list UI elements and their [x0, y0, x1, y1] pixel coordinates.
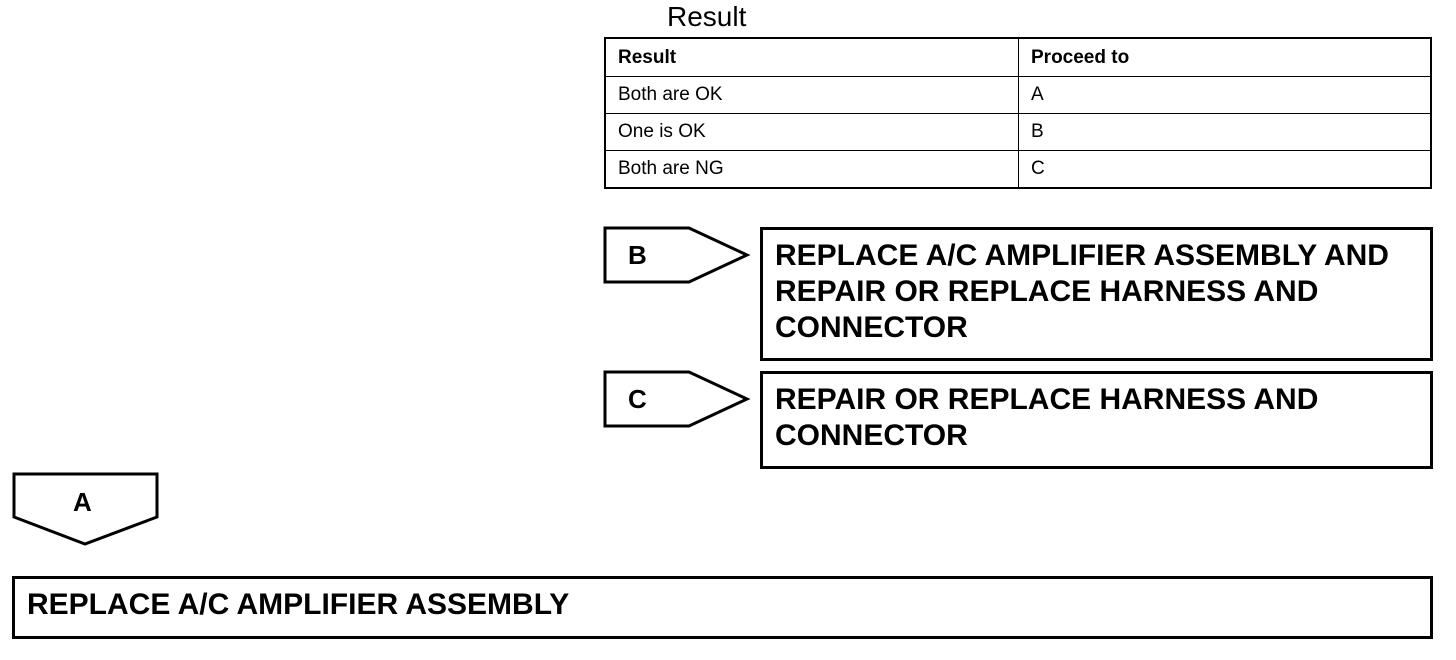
table-row: Both are OK A — [604, 76, 1432, 114]
result-table: Result Proceed to Both are OK A One is O… — [604, 37, 1432, 189]
branch-c-arrow-tag — [603, 370, 753, 428]
down-arrow-tag-shape — [12, 472, 159, 546]
header-result: Result — [604, 37, 1019, 77]
branch-b-tag-label: B — [628, 240, 647, 270]
result-title: Result — [667, 1, 747, 32]
table-cell-proceed: A — [1018, 76, 1432, 114]
table-cell-proceed: C — [1018, 150, 1432, 189]
table-cell-result: Both are NG — [604, 150, 1019, 189]
branch-a-tag-label: A — [73, 487, 92, 517]
branch-a-arrow-tag — [12, 472, 160, 548]
table-cell-result: Both are OK — [604, 76, 1019, 114]
branch-c-action-box: REPAIR OR REPLACE HARNESS AND CONNECTOR — [760, 371, 1433, 469]
right-arrow-tag-shape — [603, 370, 751, 428]
table-header-row: Result Proceed to — [604, 37, 1432, 77]
right-arrow-tag-shape — [603, 226, 751, 284]
table-cell-result: One is OK — [604, 113, 1019, 151]
header-proceed-to: Proceed to — [1018, 37, 1432, 77]
table-row: One is OK B — [604, 113, 1432, 151]
branch-b-arrow-tag — [603, 226, 753, 284]
table-row: Both are NG C — [604, 150, 1432, 189]
table-cell-proceed: B — [1018, 113, 1432, 151]
branch-a-action-box: REPLACE A/C AMPLIFIER ASSEMBLY — [12, 576, 1433, 639]
branch-b-action-box: REPLACE A/C AMPLIFIER ASSEMBLY AND REPAI… — [760, 227, 1433, 361]
branch-c-tag-label: C — [628, 384, 647, 414]
